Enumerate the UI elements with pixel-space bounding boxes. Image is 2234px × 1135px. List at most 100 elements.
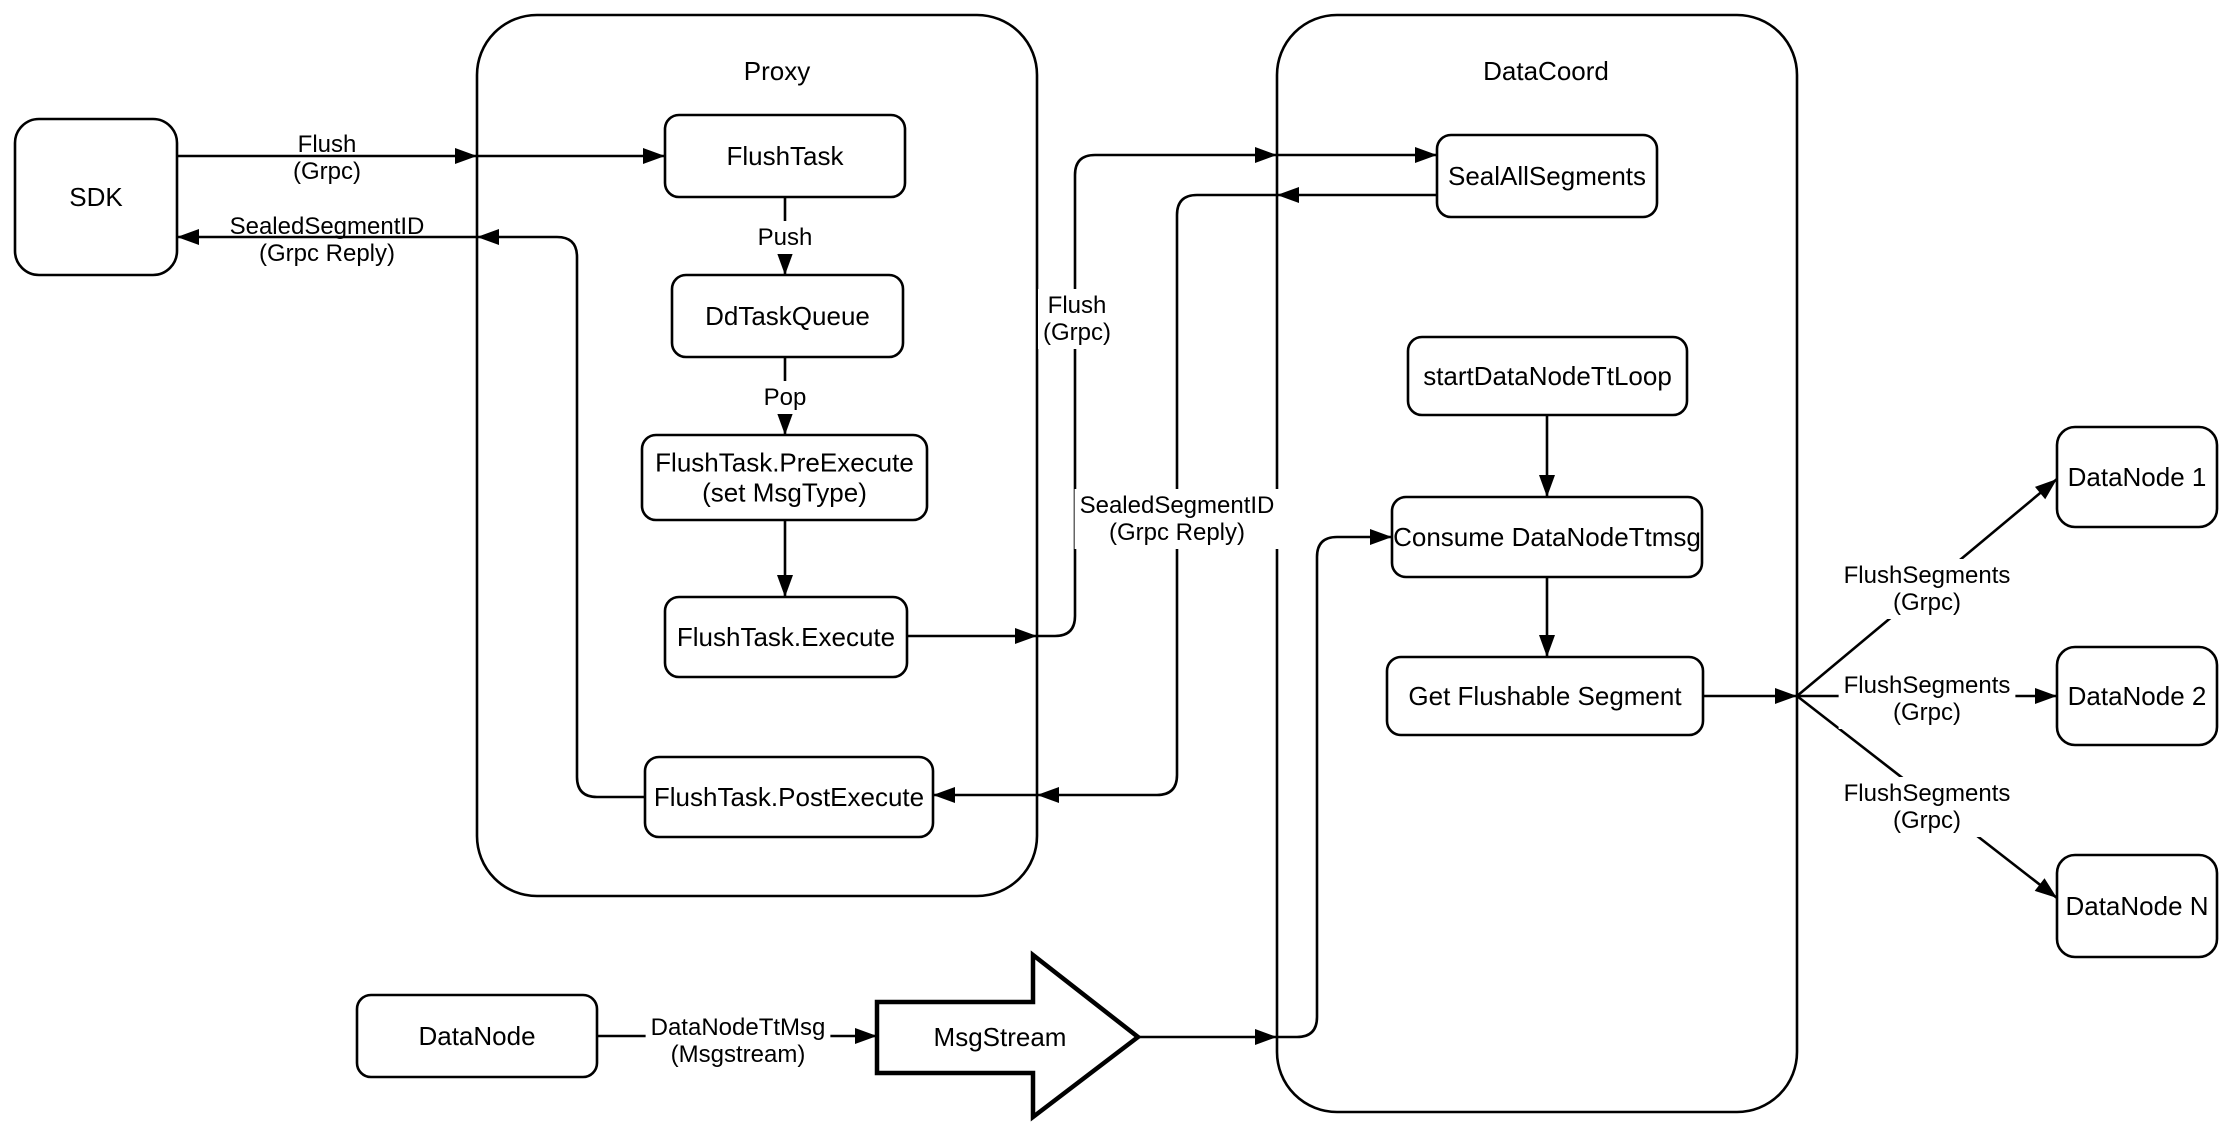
label-datanodettmsg-bg: [645, 1011, 831, 1071]
container-datacoord: DataCoord: [1275, 13, 1799, 1114]
node-sdk-label: SDK: [69, 182, 123, 212]
node-data-node-n: DataNode N: [2055, 853, 2219, 959]
node-flush-task-execute-label: FlushTask.Execute: [677, 622, 895, 652]
node-start-data-node-tt-loop-label: startDataNodeTtLoop: [1423, 361, 1672, 391]
label-sealedsegmentid-mid-bg: [1074, 489, 1280, 549]
label-sealedsegmentid-mid: SealedSegmentID(Grpc Reply): [1074, 489, 1280, 549]
node-consume-data-node-ttmsg-label: Consume DataNodeTtmsg: [1393, 522, 1701, 552]
label-flush-grpc-mid-text: (Grpc): [1043, 319, 1111, 346]
label-flush-grpc-mid: Flush(Grpc): [1038, 289, 1116, 349]
label-flush-grpc-left-text: Flush: [298, 131, 357, 158]
arrowhead-icon: [777, 575, 793, 597]
node-data-node-n-label: DataNode N: [2065, 891, 2208, 921]
msgstream-fat-arrow-icon: [874, 950, 1142, 1122]
label-flushsegments-1-text: (Grpc): [1893, 589, 1961, 616]
node-flush-task-post-execute: FlushTask.PostExecute: [643, 755, 935, 839]
node-flush-task-box: [663, 113, 907, 199]
container-proxy-border: [475, 13, 1039, 898]
node-data-node-1-label: DataNode 1: [2068, 462, 2207, 492]
label-datanodettmsg: DataNodeTtMsg(Msgstream): [645, 1011, 831, 1071]
arrowhead-icon: [177, 229, 199, 245]
node-data-node-1: DataNode 1: [2055, 425, 2219, 529]
label-flushsegments-2-bg: [1838, 669, 2016, 729]
edge-consume-to-getflushablesegment: [1539, 577, 1555, 657]
label-flushsegments-3-text: (Grpc): [1893, 807, 1961, 834]
container-datacoord-border: [1275, 13, 1799, 1114]
node-sdk: SDK: [13, 117, 179, 277]
edge-getflushablesegment-to-fanout: [1703, 688, 1797, 704]
node-msgstream: MsgStream: [874, 950, 1142, 1122]
label-flush-grpc-mid-bg: [1038, 289, 1116, 349]
edge-preexecute-to-execute: [777, 520, 793, 597]
arrowhead-icon: [1370, 529, 1392, 545]
label-flush-grpc-left: Flush(Grpc): [293, 131, 361, 185]
node-data-node-2-label: DataNode 2: [2068, 681, 2207, 711]
arrowhead-icon: [1539, 475, 1555, 497]
arrowhead-icon: [455, 148, 477, 164]
edge-flush-grpc-execute-to-sealallsegments-line: [907, 153, 1437, 638]
node-dd-task-queue-label: DdTaskQueue: [705, 301, 870, 331]
label-sealedsegmentid-mid-text: SealedSegmentID: [1080, 492, 1275, 519]
node-flush-task-pre-execute: FlushTask.PreExecute(set MsgType): [640, 433, 929, 522]
label-flushsegments-1-bg: [1838, 559, 2016, 619]
label-sealedsegmentid-left-text: SealedSegmentID: [230, 213, 425, 240]
edge-msgstream-to-consume-line: [1138, 535, 1392, 1039]
label-pop-bg: [758, 381, 812, 414]
container-proxy-title: Proxy: [744, 56, 810, 86]
arrowhead-icon: [1539, 635, 1555, 657]
label-datanodettmsg-text: DataNodeTtMsg: [651, 1014, 826, 1041]
label-pop: Pop: [758, 381, 812, 414]
node-consume-data-node-ttmsg-box: [1390, 495, 1704, 579]
node-msgstream-label: MsgStream: [934, 1022, 1067, 1052]
arrowhead-icon: [1277, 187, 1299, 203]
edge-sealedsegmentid-postexecute-to-sdk: [177, 229, 645, 799]
node-seal-all-segments-box: [1435, 133, 1659, 219]
label-sealedsegmentid-left: SealedSegmentID(Grpc Reply): [230, 213, 425, 267]
node-start-data-node-tt-loop-box: [1406, 335, 1689, 417]
label-flushsegments-2: FlushSegments(Grpc): [1838, 669, 2016, 729]
arrowhead-icon: [1037, 787, 1059, 803]
node-data-node-source-label: DataNode: [418, 1021, 535, 1051]
node-flush-task-pre-execute-label: (set MsgType): [702, 478, 867, 508]
node-dd-task-queue-box: [670, 273, 905, 359]
edge-sealedsegmentid-postexecute-to-sdk-line: [177, 235, 645, 799]
node-get-flushable-segment-label: Get Flushable Segment: [1408, 681, 1682, 711]
node-flush-task-execute: FlushTask.Execute: [663, 595, 909, 679]
label-datanodettmsg-text: (Msgstream): [671, 1041, 806, 1068]
arrowhead-icon: [643, 148, 665, 164]
label-sealedsegmentid-left-text: (Grpc Reply): [259, 240, 395, 267]
arrowhead-icon: [2035, 688, 2057, 704]
node-data-node-n-box: [2055, 853, 2219, 959]
edge-startdatanodettloop-to-consume: [1539, 415, 1555, 497]
node-data-node-2-box: [2055, 645, 2219, 747]
node-flush-task-label: FlushTask: [726, 141, 844, 171]
label-flushsegments-2-text: (Grpc): [1893, 699, 1961, 726]
label-flushsegments-2-text: FlushSegments: [1844, 672, 2011, 699]
label-push-bg: [752, 221, 818, 254]
node-flush-task-pre-execute-label: FlushTask.PreExecute: [655, 448, 914, 478]
edge-msgstream-to-consume: [1138, 529, 1392, 1045]
node-consume-data-node-ttmsg: Consume DataNodeTtmsg: [1390, 495, 1704, 579]
label-push-text: Push: [758, 224, 813, 251]
node-flush-task-pre-execute-box: [640, 433, 929, 522]
arrowhead-icon: [2034, 878, 2057, 898]
edge-flush-grpc-sdk-to-flushtask: [177, 148, 665, 164]
label-flushsegments-3-text: FlushSegments: [1844, 780, 2011, 807]
node-flush-task-post-execute-label: FlushTask.PostExecute: [654, 782, 924, 812]
node-start-data-node-tt-loop: startDataNodeTtLoop: [1406, 335, 1689, 417]
node-flush-task: FlushTask: [663, 113, 907, 199]
node-dd-task-queue: DdTaskQueue: [670, 273, 905, 359]
node-data-node-source: DataNode: [355, 993, 599, 1079]
container-datacoord-title: DataCoord: [1483, 56, 1609, 86]
arrowhead-icon: [777, 253, 793, 275]
node-get-flushable-segment: Get Flushable Segment: [1385, 655, 1705, 737]
arrowhead-icon: [1255, 1029, 1277, 1045]
label-sealedsegmentid-mid-text: (Grpc Reply): [1109, 519, 1245, 546]
node-sdk-box: [13, 117, 179, 277]
arrowhead-icon: [477, 229, 499, 245]
node-flush-task-post-execute-box: [643, 755, 935, 839]
node-flush-task-execute-box: [663, 595, 909, 679]
edge-flush-grpc-execute-to-sealallsegments: [907, 147, 1437, 644]
